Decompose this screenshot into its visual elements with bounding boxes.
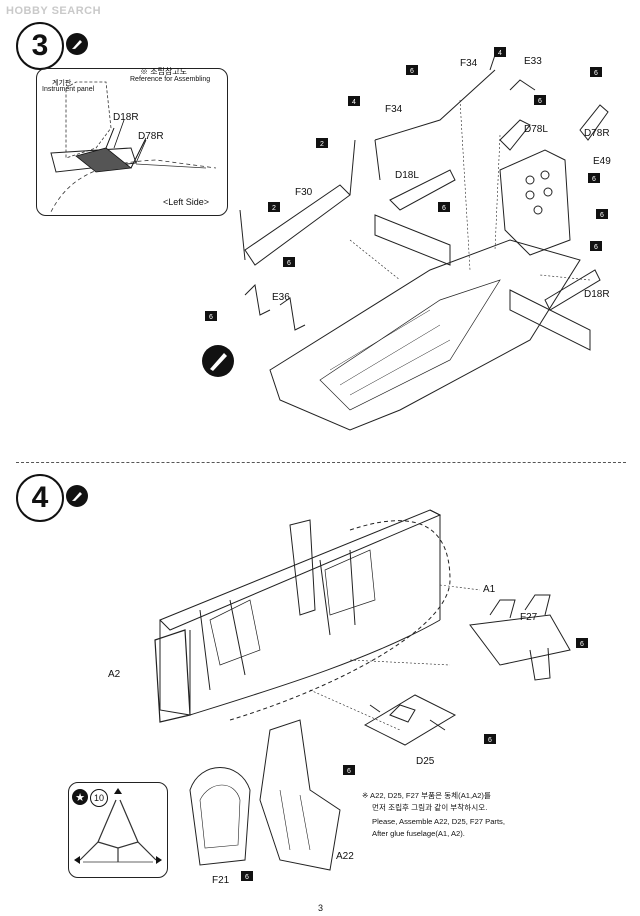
paint-marker: 6 — [576, 638, 588, 648]
paint-marker: 6 — [205, 311, 217, 321]
glue-icon — [66, 485, 88, 507]
svg-text:6: 6 — [287, 260, 291, 267]
reference-subtitle: Reference for Assembling — [130, 76, 211, 83]
svg-text:4: 4 — [498, 50, 502, 57]
paint-marker: 4 — [494, 47, 506, 57]
step-4-number: 4 — [16, 474, 64, 522]
svg-text:6: 6 — [347, 768, 351, 775]
label-d78r: D78R — [584, 128, 610, 139]
svg-text:2: 2 — [320, 141, 324, 148]
svg-text:6: 6 — [410, 68, 414, 75]
paint-marker: 2 — [316, 138, 328, 148]
paint-marker: 6 — [283, 257, 295, 267]
decal-number: 10 — [90, 789, 108, 807]
paint-marker: 6 — [534, 95, 546, 105]
label-e36: E36 — [272, 292, 290, 303]
label-d25: D25 — [416, 756, 435, 767]
seatbelt-decal-box — [68, 782, 168, 878]
label-f34-top: F34 — [460, 58, 478, 69]
svg-text:2: 2 — [272, 205, 276, 212]
paint-marker: 6 — [406, 65, 418, 75]
label-a1: A1 — [483, 584, 496, 595]
note-en-2: After glue fuselage(A1, A2). — [372, 829, 465, 838]
label-a2: A2 — [108, 669, 121, 680]
seatbelt-illustration — [74, 788, 162, 864]
step4-fuselage-illustration — [154, 509, 571, 871]
paint-marker: 6 — [484, 734, 496, 744]
reference-title: ※ 조립참고도 — [140, 67, 188, 76]
svg-text:6: 6 — [209, 314, 213, 321]
svg-text:6: 6 — [580, 641, 584, 648]
paint-marker: 6 — [438, 202, 450, 212]
note-kr-1: ※ A22, D25, F27 부품은 동체(A1,A2)를 — [362, 791, 491, 800]
note-kr-2: 먼저 조립후 그림과 같이 부착하시오. — [372, 803, 488, 812]
note-en-1: Please, Assemble A22, D25, F27 Parts, — [372, 817, 505, 826]
ref-side-note: <Left Side> — [163, 197, 210, 207]
svg-text:6: 6 — [442, 205, 446, 212]
reference-illustration — [49, 81, 217, 214]
label-a22: A22 — [336, 851, 354, 862]
label-e33: E33 — [524, 56, 542, 67]
svg-text:6: 6 — [538, 98, 542, 105]
instrument-label-kr: 계기판 — [52, 80, 72, 87]
label-e49: E49 — [593, 156, 611, 167]
step3-cockpit-illustration — [202, 51, 609, 431]
watermark: HOBBY SEARCH — [6, 5, 102, 17]
paint-marker: 6 — [588, 173, 600, 183]
paint-marker: 6 — [343, 765, 355, 775]
glue-icon — [66, 33, 88, 55]
step4-paint-markers: 6 6 6 6 — [241, 638, 588, 881]
knife-icon — [202, 345, 234, 377]
ref-part-d18r: D18R — [113, 112, 139, 123]
paint-marker: 6 — [241, 871, 253, 881]
ref-part-d78r: D78R — [138, 131, 164, 142]
label-d18l: D18L — [395, 170, 419, 181]
paint-marker: 2 — [268, 202, 280, 212]
section-divider — [16, 462, 626, 463]
label-f30: F30 — [295, 187, 313, 198]
paint-marker: 6 — [590, 241, 602, 251]
instrument-label-en: Instrument panel — [42, 86, 95, 93]
svg-text:6: 6 — [245, 874, 249, 881]
svg-text:6: 6 — [600, 212, 604, 219]
step3-paint-markers: 6 4 4 6 6 2 6 2 6 6 6 6 6 — [205, 47, 608, 321]
paint-marker: 6 — [596, 209, 608, 219]
label-f34-left: F34 — [385, 104, 403, 115]
svg-text:6: 6 — [488, 737, 492, 744]
star-icon: ★ — [72, 789, 88, 805]
svg-text:4: 4 — [352, 99, 356, 106]
label-f21: F21 — [212, 875, 230, 886]
label-d18r: D18R — [584, 289, 610, 300]
label-f27: F27 — [520, 612, 538, 623]
reference-box — [36, 68, 228, 216]
svg-text:6: 6 — [592, 176, 596, 183]
page-number: 3 — [318, 903, 324, 913]
svg-text:6: 6 — [594, 244, 598, 251]
paint-marker: 6 — [590, 67, 602, 77]
svg-text:6: 6 — [594, 70, 598, 77]
label-d78l: D78L — [524, 124, 548, 135]
paint-marker: 4 — [348, 96, 360, 106]
